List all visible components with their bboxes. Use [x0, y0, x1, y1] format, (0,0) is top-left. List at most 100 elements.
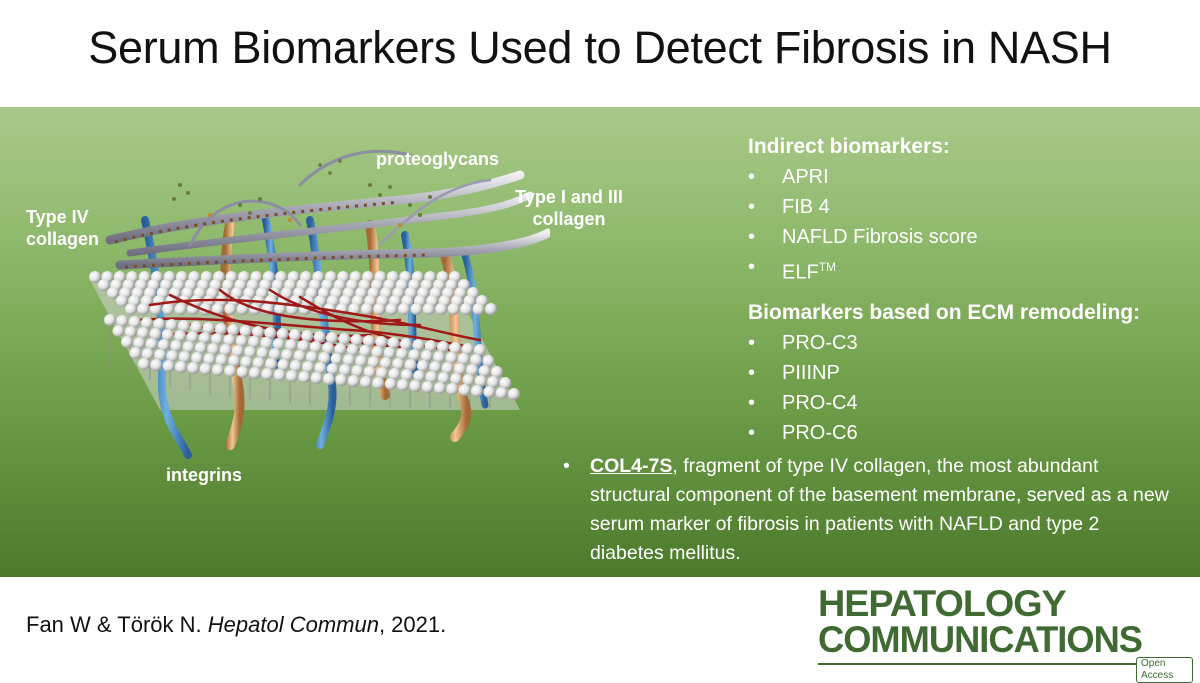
lipid-head — [174, 303, 187, 315]
lipid-head — [137, 303, 150, 315]
label-type-iv-collagen: Type IV collagen — [26, 206, 99, 250]
col4-7s-note: • COL4-7S, fragment of type IV collagen,… — [563, 452, 1173, 568]
lipid-head — [170, 340, 183, 352]
lipid-head — [348, 303, 361, 315]
indirect-list: APRI FIB 4 NAFLD Fibrosis score ELFTM — [748, 162, 1188, 288]
slide-title: Serum Biomarkers Used to Detect Fibrosis… — [88, 22, 1112, 73]
lipid-head — [383, 347, 396, 359]
citation-year: , 2021. — [378, 612, 447, 637]
lipid-head — [162, 303, 175, 315]
lipid-head — [387, 337, 400, 349]
lipid-head — [138, 358, 150, 370]
lipid-head — [228, 355, 241, 367]
lipid-head — [232, 345, 244, 357]
note-body: , fragment of type IV collagen, the most… — [590, 455, 1169, 564]
label-type-i-iii-line1: Type I and III — [515, 187, 623, 207]
lipid-head — [191, 352, 204, 364]
lipid-head — [252, 357, 265, 369]
lipid-head — [424, 340, 437, 352]
lipid-head — [420, 350, 433, 362]
trademark-sup: TM — [818, 260, 837, 274]
lipid-head — [301, 330, 314, 342]
lipid-head — [211, 333, 224, 345]
lipid-head — [273, 369, 286, 381]
lipid-head — [297, 340, 310, 352]
lipid-head — [326, 363, 339, 375]
lipid-head — [175, 361, 187, 373]
lipid-head — [314, 362, 327, 374]
type-i-iii-collagen-fibers — [105, 149, 550, 270]
lipid-head — [207, 343, 220, 355]
lipid-head — [174, 330, 187, 342]
lipid-head — [260, 337, 273, 349]
lipid-head — [190, 321, 203, 333]
lipid-head — [392, 358, 405, 370]
lipid-head — [277, 359, 290, 371]
elf-text: ELF — [782, 261, 819, 284]
lipid-head — [441, 362, 454, 374]
lipid-head — [461, 343, 474, 355]
label-proteoglycans: proteoglycans — [376, 149, 500, 169]
lipid-head — [261, 368, 274, 380]
lipid-head — [483, 386, 496, 398]
lipid-head — [224, 303, 237, 315]
lipid-head — [128, 316, 141, 328]
lipid-head — [265, 358, 278, 370]
lipid-head — [161, 329, 174, 341]
lipid-head — [149, 303, 162, 315]
lipid-head — [487, 376, 500, 388]
lipid-head — [450, 373, 463, 385]
lipid-head — [482, 355, 495, 367]
lipid-head — [417, 360, 429, 372]
lipid-head — [474, 375, 487, 387]
lipid-head — [409, 380, 422, 392]
lipid-head — [350, 334, 363, 346]
lipid-head — [162, 360, 175, 372]
lipid-head — [413, 370, 426, 382]
lipid-head — [112, 325, 125, 337]
lipid-head — [363, 366, 376, 378]
lipid-head — [116, 295, 128, 307]
lipid-head — [318, 352, 331, 364]
ecm-list: PRO-C3 PIIINP PRO-C4 PRO-C6 — [748, 328, 1188, 448]
lipid-head — [408, 349, 421, 361]
list-item: PRO-C6 — [748, 418, 1188, 448]
lipid-head — [274, 303, 286, 315]
lipid-head — [150, 359, 163, 371]
lipid-head — [334, 343, 347, 355]
lipid-head — [470, 354, 483, 366]
list-item: FIB 4 — [748, 192, 1188, 222]
lipid-head — [410, 303, 423, 315]
lipid-head — [178, 351, 191, 363]
lipid-head — [335, 374, 348, 386]
lipid-head — [264, 327, 277, 339]
collagen-crosslinks — [114, 200, 431, 269]
lipid-head — [215, 354, 228, 366]
col4-7s-term: COL4-7S — [590, 455, 673, 477]
biomarker-lists: Indirect biomarkers: APRI FIB 4 NAFLD Fi… — [748, 132, 1188, 448]
lipid-head — [302, 361, 315, 373]
lipid-head — [219, 344, 232, 356]
lipid-head — [165, 319, 178, 331]
lipid-head — [466, 364, 479, 376]
lipid-head — [363, 335, 375, 347]
lipid-head — [298, 371, 311, 383]
proteoglycan-dots — [172, 159, 432, 227]
lipid-head — [141, 317, 153, 329]
lipid-head — [457, 353, 470, 365]
lipid-head — [396, 348, 409, 360]
lipid-head — [380, 357, 392, 369]
open-access-badge: Open Access — [1136, 657, 1193, 683]
lipid-head — [129, 347, 142, 359]
lipid-head — [310, 372, 323, 384]
bullet: • — [563, 455, 570, 477]
lipid-head — [249, 367, 261, 379]
lipid-head — [462, 374, 475, 386]
lipid-head — [166, 350, 179, 362]
lipid-head — [478, 365, 491, 377]
lipid-head — [215, 323, 227, 335]
lipid-head — [400, 338, 412, 350]
lipid-head — [145, 338, 158, 350]
lipid-head — [384, 378, 397, 390]
ecm-heading: Biomarkers based on ECM remodeling: — [748, 300, 1141, 324]
